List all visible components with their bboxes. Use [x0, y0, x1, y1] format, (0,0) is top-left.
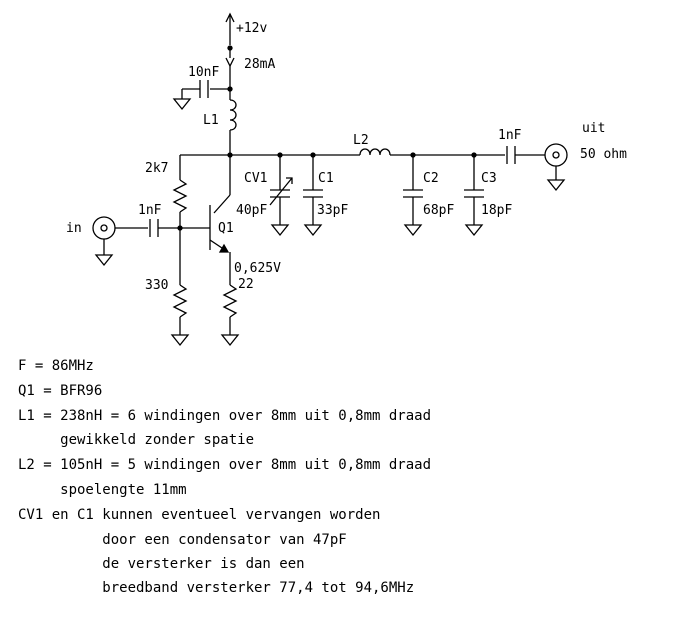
transistor-emitter-arrow — [218, 243, 230, 253]
c2-value: 68pF — [423, 203, 454, 218]
q1-label: Q1 — [218, 221, 234, 236]
r-bias-top-label: 2k7 — [145, 161, 168, 176]
r-bias-bottom-label: 330 — [145, 278, 168, 293]
current-arrow — [225, 57, 235, 68]
ground-icon — [303, 224, 323, 237]
emitter-voltage: 0,625V — [234, 261, 281, 276]
c2-label: C2 — [423, 171, 439, 186]
output-connector — [544, 143, 568, 167]
c1-label: C1 — [318, 171, 334, 186]
c3-value: 18pF — [481, 203, 512, 218]
l2-label: L2 — [353, 133, 369, 148]
resistor-2k7 — [172, 179, 188, 213]
supply-arrow-head — [225, 12, 235, 23]
c3-label: C3 — [481, 171, 497, 186]
c1-value: 33pF — [317, 203, 348, 218]
inductor-l2 — [359, 148, 391, 156]
out-impedance: 50 ohm — [580, 147, 627, 162]
c-in-label: 1nF — [138, 203, 162, 218]
out-label: uit — [582, 121, 605, 136]
c-decouple-label: 10nF — [188, 65, 219, 80]
resistor-330 — [172, 284, 188, 318]
ground-icon — [403, 224, 423, 237]
variable-arrow — [269, 177, 293, 206]
ground-icon — [464, 224, 484, 237]
ground-icon — [220, 334, 240, 347]
cv1-value: 40pF — [236, 203, 267, 218]
resistor-22 — [222, 284, 238, 318]
ground-icon — [546, 179, 566, 192]
ground-icon — [94, 254, 114, 267]
supply-label: +12v — [236, 21, 267, 36]
in-label: in — [66, 221, 82, 236]
r-emitter-label: 22 — [238, 277, 254, 292]
inductor-l1 — [229, 99, 237, 155]
input-connector — [92, 216, 116, 240]
ground-icon — [270, 224, 290, 237]
ground-icon — [170, 334, 190, 347]
current-label: 28mA — [244, 57, 275, 72]
cv1-label: CV1 — [244, 171, 267, 186]
c-out-label: 1nF — [498, 128, 522, 143]
l1-label: L1 — [203, 113, 219, 128]
ground-icon — [172, 98, 192, 111]
